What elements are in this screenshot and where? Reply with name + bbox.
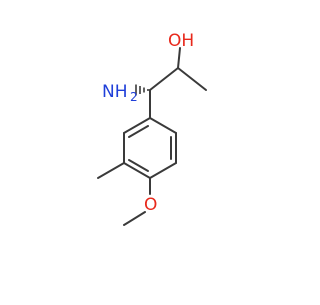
bond-ring-methyl [97,162,125,179]
structure-drawing: OH NH 2 O [97,31,207,226]
molecule-canvas: OH NH 2 O [97,31,207,226]
bond-c2-o [177,47,181,69]
atom-label-nh2: NH 2 [102,82,138,104]
svg-text:2: 2 [130,90,138,104]
atom-label-o-methoxy: O [144,195,157,215]
benzene-ring [123,117,177,179]
hashed-wedge-bond [135,84,149,96]
bond-o-methyl [123,211,146,226]
svg-text:NH: NH [102,82,128,102]
bond-c1-c2 [149,67,179,91]
atom-label-oh: OH [168,31,194,51]
bond-c2-c3 [177,67,207,91]
